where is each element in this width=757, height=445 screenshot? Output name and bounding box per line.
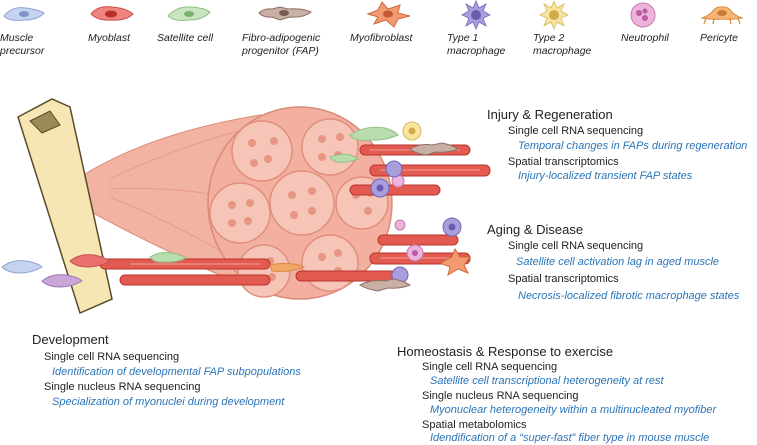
legend-label-line: Type 1 [447, 32, 479, 44]
method-homeostasis-2: Single nucleus RNA sequencing [422, 390, 579, 402]
method-homeostasis-1: Single cell RNA sequencing [422, 361, 558, 373]
finding-development-2: Specialization of myonuclei during devel… [52, 396, 285, 408]
legend-label-line: progenitor (FAP) [242, 45, 319, 57]
method-injury-2: Spatial transcriptomics [508, 156, 619, 168]
finding-aging-2: Necrosis-localized fibrotic macrophage s… [518, 290, 740, 302]
legend-label-line: Fibro-adipogenic [242, 32, 321, 44]
finding-aging-1: Satellite cell activation lag in aged mu… [516, 256, 720, 268]
myoblast-icon [90, 6, 134, 21]
legend-label-line: precursor [0, 45, 45, 57]
finding-development-1: Identification of developmental FAP subp… [52, 366, 301, 378]
section-title-injury: Injury & Regeneration [487, 107, 613, 122]
finding-injury-1: Temporal changes in FAPs during regenera… [518, 140, 748, 152]
method-development-1: Single cell RNA sequencing [44, 351, 180, 363]
section-title-homeostasis: Homeostasis & Response to exercise [397, 344, 614, 359]
neutrophil-icon [630, 2, 656, 28]
finding-homeostasis-3: Idendification of a “super-fast” fiber t… [430, 432, 710, 444]
myofibroblast-icon [366, 1, 411, 28]
method-injury-1: Single cell RNA sequencing [508, 125, 644, 137]
legend-label-line: Muscle [0, 32, 34, 44]
legend-label-line: Myoblast [88, 32, 131, 44]
finding-injury-2: Injury-localized transient FAP states [518, 170, 693, 182]
method-development-2: Single nucleus RNA sequencing [44, 381, 201, 393]
muscle-precursor-icon [3, 7, 45, 21]
legend-label-line: macrophage [447, 45, 506, 57]
fap-icon [258, 6, 312, 21]
method-aging-1: Single cell RNA sequencing [508, 240, 644, 252]
legend-label-line: macrophage [533, 45, 592, 57]
legend-label-line: Myofibroblast [350, 32, 413, 44]
muscle-illustration [1, 98, 491, 315]
section-title-aging: Aging & Disease [487, 222, 584, 237]
satellite-cell-icon [167, 6, 211, 21]
legend-label-line: Neutrophil [621, 32, 669, 44]
legend-label-line: Satellite cell [157, 32, 214, 44]
scattered-cells [1, 121, 471, 292]
section-title-development: Development [32, 332, 109, 347]
type2-macrophage-icon [539, 0, 569, 30]
method-homeostasis-3: Spatial metabolomics [422, 419, 527, 431]
legend-label-line: Pericyte [700, 32, 738, 44]
legend-label-line: Type 2 [533, 32, 565, 44]
finding-homeostasis-1: Satellite cell transcriptional heterogen… [430, 375, 664, 387]
type1-macrophage-icon [461, 0, 491, 30]
pericyte-icon [700, 6, 744, 25]
finding-homeostasis-2: Myonuclear heterogeneity within a multin… [430, 404, 717, 416]
method-aging-2: Spatial transcriptomics [508, 273, 619, 285]
